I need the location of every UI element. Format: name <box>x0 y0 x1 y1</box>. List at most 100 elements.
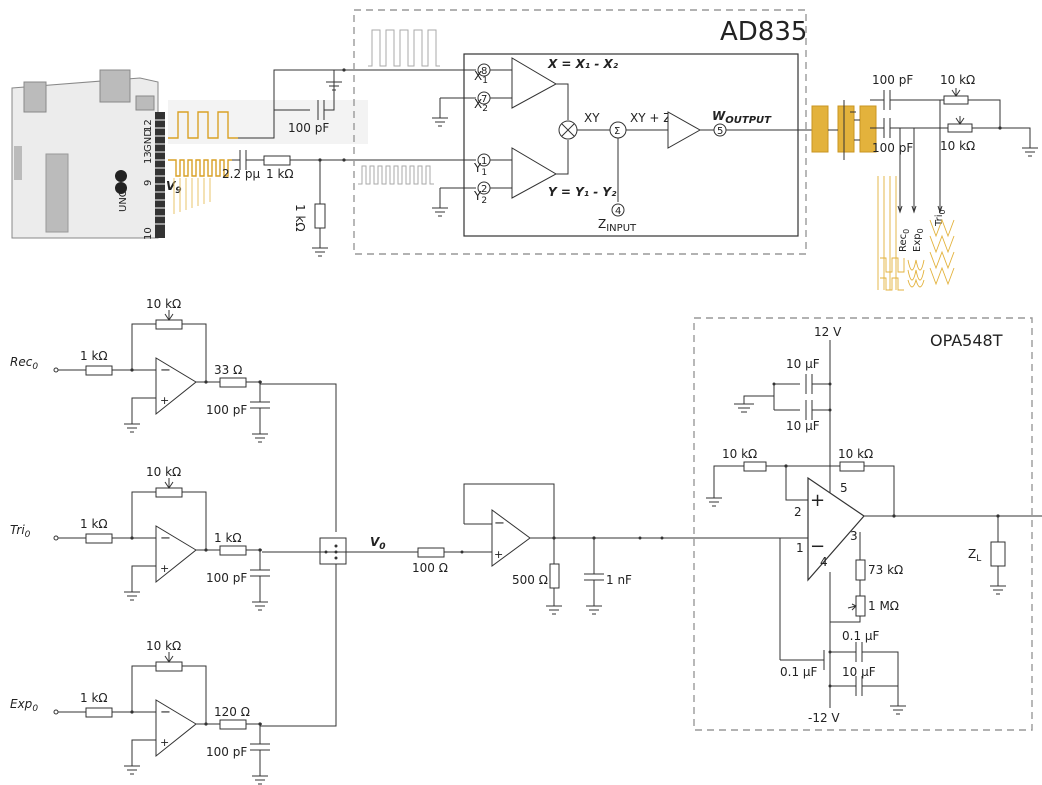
shaper-input-terminal <box>53 709 59 715</box>
shaper-fb-wire-out <box>182 665 207 724</box>
pin1-num: 1 <box>481 156 487 167</box>
shaper-feedback-resistor <box>155 661 183 672</box>
shaper-fb-wire <box>131 665 156 712</box>
pin4-circle <box>611 203 625 217</box>
r-in-label: 10 kΩ <box>722 447 757 461</box>
shaper-input-resistor <box>85 365 113 376</box>
shaper-opamp <box>155 357 197 416</box>
shaper-ground <box>124 565 156 601</box>
pin2-num: 2 <box>481 184 487 195</box>
c-top1-label: 10 μF <box>786 357 820 371</box>
shaper-opamp <box>155 525 197 584</box>
r-fb-label: 10 kΩ <box>838 447 873 461</box>
arduino-logo-icon <box>115 170 127 194</box>
pin8-num: 8 <box>481 66 487 77</box>
opa-pin4: 4 <box>820 555 828 569</box>
c-coupling-label: 2.2 pμ <box>222 167 261 181</box>
shaper-feedback-resistor <box>155 319 183 330</box>
buffer-opamp <box>491 509 531 567</box>
shaper-rfb-label: 10 kΩ <box>146 465 181 479</box>
shaper-input-resistor <box>85 533 113 544</box>
x-diff-amp <box>511 57 558 109</box>
shaper-input-label: Rec0 <box>10 355 38 372</box>
shaper-rout-label: 120 Ω <box>214 705 250 719</box>
xyz-label: XY + Z <box>630 111 671 125</box>
opa548-block: OPA548T 12 V 10 μF 10 μF 10 kΩ 10 kΩ + −… <box>693 317 1042 731</box>
pin-label-9: 9 <box>143 180 154 186</box>
r100-label: 100 Ω <box>412 561 448 575</box>
pin-x2-label: X2 <box>474 97 488 114</box>
uno-label: UNO <box>118 189 129 212</box>
shaper-opamp-minus: − <box>160 531 171 546</box>
pin-y1-label: Y1 <box>473 161 487 178</box>
shaper-out-node <box>204 722 208 726</box>
eq-y: Y = Y₁ - Y₂ <box>548 185 617 199</box>
input-square-wave-top <box>368 29 440 67</box>
r73k-label: 73 kΩ <box>868 563 903 577</box>
arduino-uno-board: UNO 12 GND 13 9 10 V9 <box>11 69 182 240</box>
shaper-input-label: Tri0 <box>10 523 31 540</box>
mixer-bus: V0 100 Ω − + 500 Ω 1 nF <box>260 383 780 727</box>
shaper-ground <box>124 739 156 775</box>
v9-label: V9 <box>166 179 182 196</box>
c01a-label: 0.1 μF <box>780 665 818 679</box>
filter-c1-label: 100 pF <box>872 73 913 87</box>
c1n-label: 1 nF <box>606 573 632 587</box>
shaper-cout-label: 100 pF <box>206 403 247 417</box>
opa-pin5: 5 <box>840 481 848 495</box>
pin7-num: 7 <box>481 94 487 105</box>
output-exp-label: Exp0 <box>912 228 925 252</box>
shaper-fb-wire-out <box>182 323 207 382</box>
shaper-input-label: Exp0 <box>10 697 38 714</box>
shaper-output-resistor <box>219 545 247 556</box>
shaper-output-resistor <box>219 377 247 388</box>
y-diff-amp <box>511 147 558 199</box>
output-tri-label: Tri0 <box>934 209 947 227</box>
xy-label: XY <box>584 111 600 125</box>
pin-label-10: 10 <box>143 227 154 240</box>
buffer-plus: + <box>494 548 503 561</box>
pin-label-12: 12 <box>143 119 154 132</box>
r1m-label: 1 MΩ <box>868 599 899 613</box>
filter-c2-label: 100 pF <box>872 141 913 155</box>
shaper-input-resistor <box>85 707 113 718</box>
shaper-opamp-minus: − <box>160 363 171 378</box>
shaper-fb-wire <box>131 323 156 370</box>
v0-label: V0 <box>370 535 386 552</box>
filter-r2-label: 10 kΩ <box>940 139 975 153</box>
pin5-num: 5 <box>717 126 723 137</box>
shaper-opamp <box>155 699 197 758</box>
pin-label-13: 13 <box>143 151 154 164</box>
buffer-minus: − <box>494 516 505 531</box>
shaper-rout-label: 1 kΩ <box>214 531 242 545</box>
shaper-rfb-label: 10 kΩ <box>146 297 181 311</box>
header-pins <box>155 119 165 225</box>
shaper-capacitor <box>250 724 270 785</box>
shaper-opamp-minus: − <box>160 705 171 720</box>
zl-label: ZL <box>968 547 981 564</box>
shaper-out-node <box>204 548 208 552</box>
r-shunt-label: 1 kΩ <box>293 204 307 232</box>
shaper-capacitor <box>250 550 270 611</box>
output-buffer <box>667 111 702 149</box>
power-opamp-plus: + <box>810 490 825 511</box>
filter-r1-label: 10 kΩ <box>940 73 975 87</box>
opa-pin1: 1 <box>796 541 804 555</box>
shaper-capacitor <box>250 382 270 443</box>
shaper-cout-label: 100 pF <box>206 745 247 759</box>
shaper-feedback-resistor <box>155 487 183 498</box>
shaper-pot-arrow <box>164 652 174 663</box>
shaper-out-node <box>204 380 208 384</box>
shaper-opamp-plus: + <box>160 562 169 575</box>
pin-y2-label: Y2 <box>473 189 487 206</box>
c10b-label: 10 μF <box>842 665 876 679</box>
c-top2-label: 10 μF <box>786 419 820 433</box>
power-opamp <box>807 476 865 582</box>
power-opamp-minus: − <box>810 536 825 557</box>
shaper-rin-label: 1 kΩ <box>80 691 108 705</box>
eq-x: X = X₁ - X₂ <box>547 57 619 71</box>
c01b-label: 0.1 μF <box>842 629 880 643</box>
ad835-input-wiring: 100 pF 2.2 pμ 1 kΩ 1 kΩ <box>222 68 470 257</box>
ad835-title: AD835 <box>720 17 807 47</box>
